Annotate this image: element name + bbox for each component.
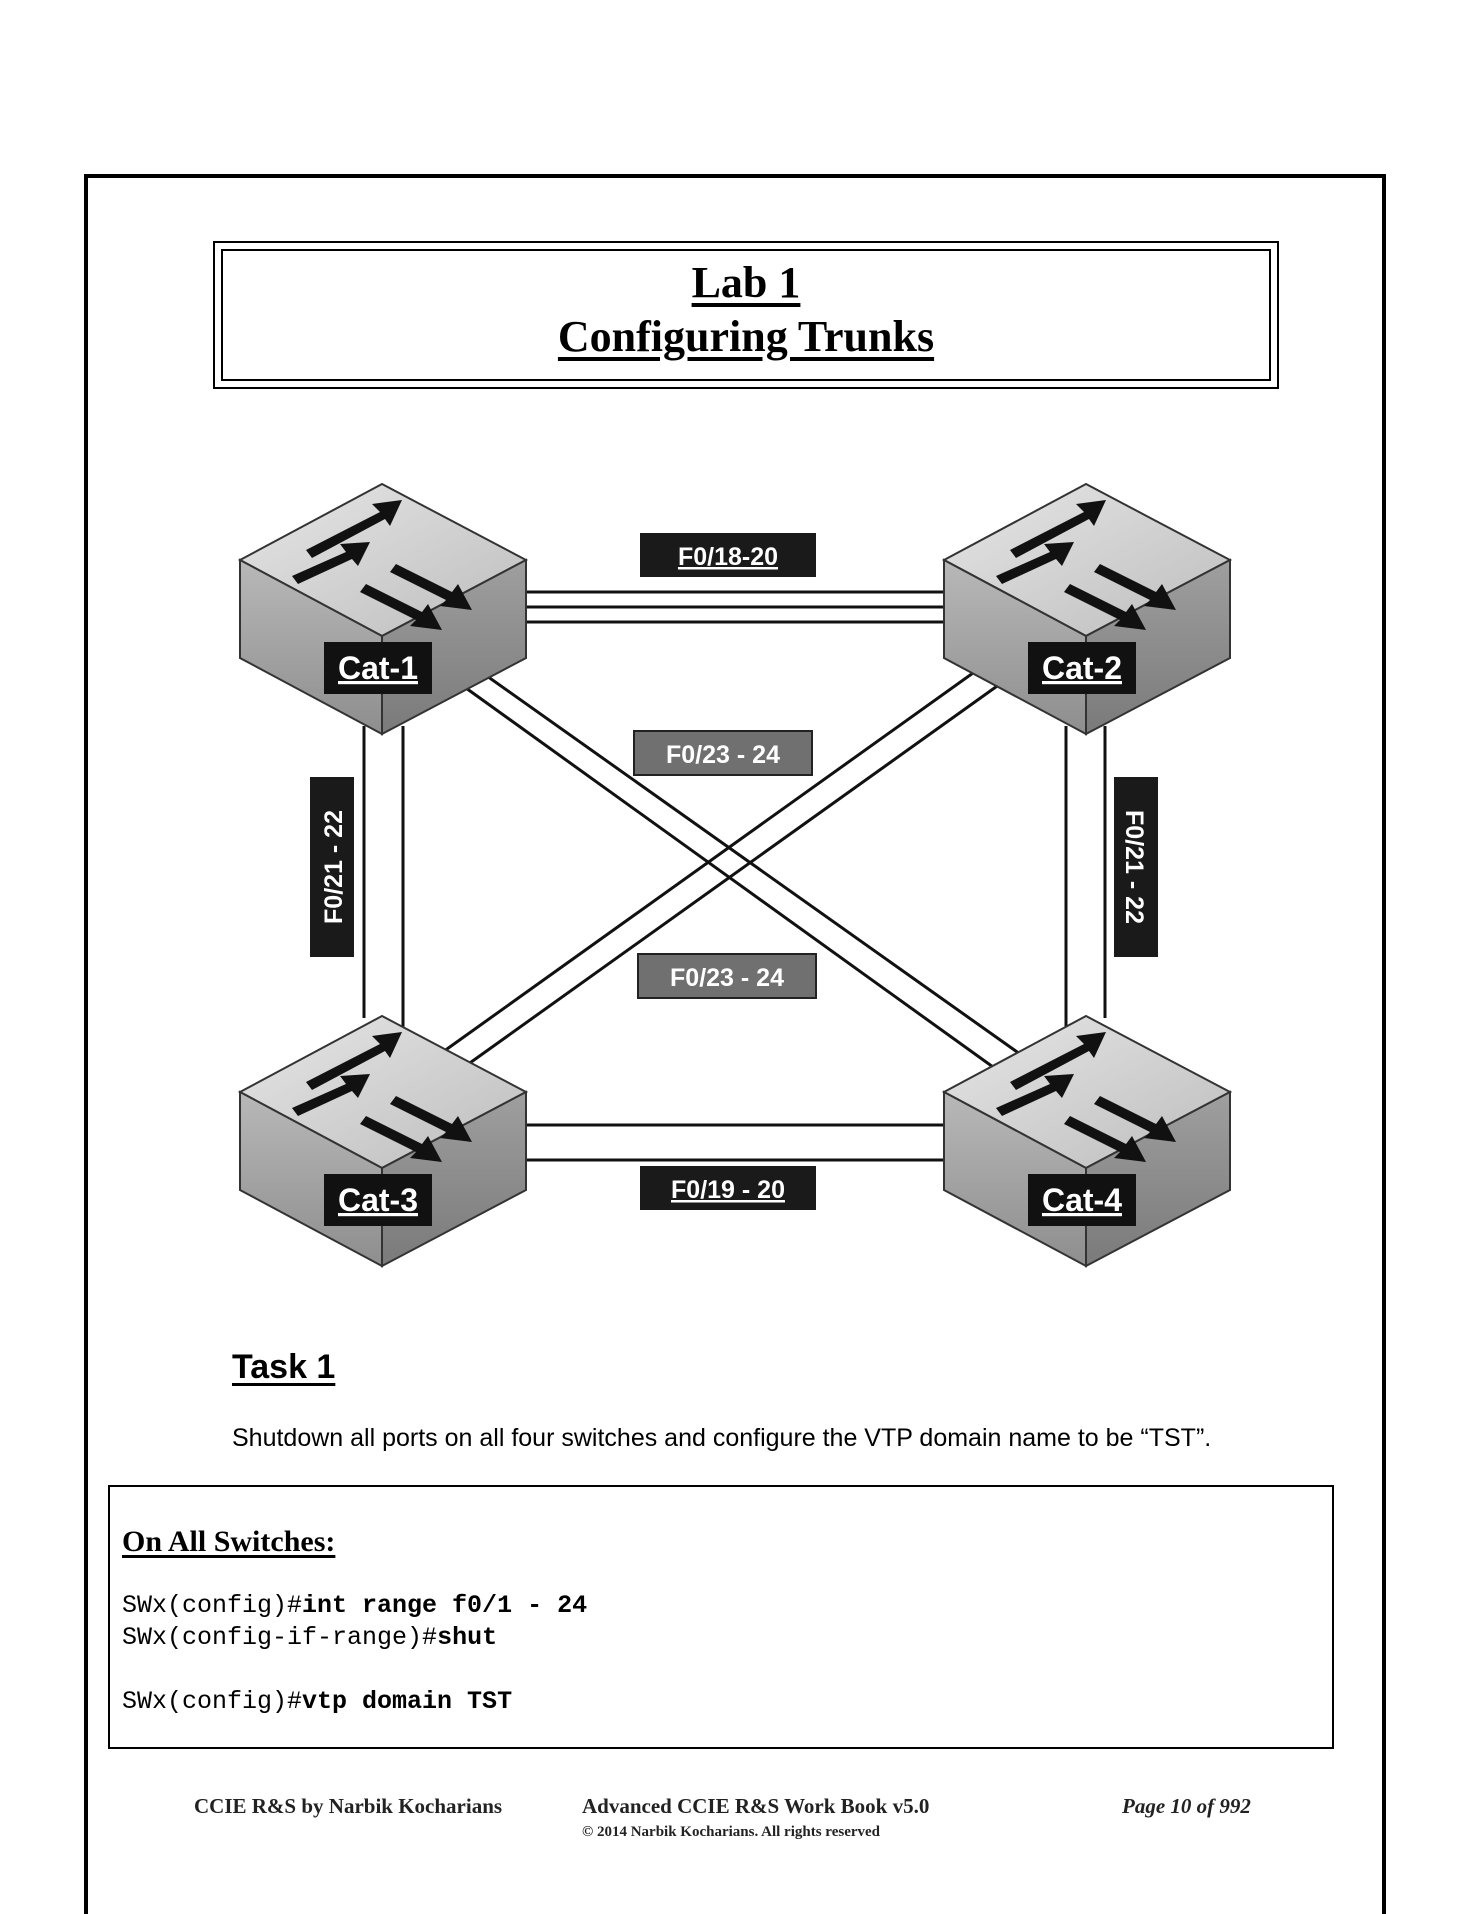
config-prompt: SWx(config-if-range)# bbox=[122, 1623, 438, 1652]
task-description: Shutdown all ports on all four switches … bbox=[232, 1424, 1212, 1452]
switch-label-cat-2: Cat-2 bbox=[1042, 650, 1122, 686]
config-heading: On All Switches: bbox=[122, 1525, 336, 1558]
footer-copyright: © 2014 Narbik Kocharians. All rights res… bbox=[582, 1824, 881, 1840]
switch-cat-2: Cat-2 bbox=[941, 482, 1233, 736]
config-prompt: SWx(config)# bbox=[122, 1687, 303, 1716]
config-command: shut bbox=[437, 1623, 498, 1652]
link-label-cross-a: F0/23 - 24 bbox=[633, 730, 813, 776]
switch-arrows-icon bbox=[996, 500, 1176, 630]
config-command: int range f0/1 - 24 bbox=[302, 1591, 588, 1620]
label-f0-23-24-b: F0/23 - 24 bbox=[670, 964, 784, 992]
label-f0-21-22-left: F0/21 - 22 bbox=[320, 810, 348, 924]
switch-arrows-icon bbox=[292, 1032, 472, 1162]
link-diagonal-2-3 bbox=[439, 666, 1001, 1072]
page-frame bbox=[84, 174, 1386, 1914]
config-prompt: SWx(config)# bbox=[122, 1591, 303, 1620]
title-box-inner bbox=[221, 249, 1271, 381]
label-f0-21-22-right: F0/21 - 22 bbox=[1120, 810, 1148, 924]
config-line-3: SWx(config)#vtp domain TST bbox=[122, 1687, 512, 1716]
label-f0-18-20: F0/18-20 bbox=[678, 543, 778, 571]
link-label-left: F0/21 - 22 bbox=[310, 777, 354, 957]
switch-label-cat-3: Cat-3 bbox=[338, 1182, 418, 1218]
switch-arrows-icon bbox=[292, 500, 472, 630]
link-label-right: F0/21 - 22 bbox=[1114, 777, 1158, 957]
link-label-top: F0/18-20 bbox=[640, 533, 816, 577]
switch-cat-3: Cat-3 bbox=[237, 1014, 529, 1268]
footer-author: CCIE R&S by Narbik Kocharians bbox=[194, 1794, 503, 1818]
link-left bbox=[362, 726, 405, 1040]
switch-cat-4: Cat-4 bbox=[941, 1014, 1233, 1268]
switch-label-cat-4: Cat-4 bbox=[1042, 1182, 1122, 1218]
config-line-1: SWx(config)#int range f0/1 - 24 bbox=[122, 1591, 587, 1620]
link-top bbox=[522, 590, 948, 624]
links-layer bbox=[362, 590, 1107, 1162]
link-label-cross-b: F0/23 - 24 bbox=[637, 953, 817, 999]
config-line-2: SWx(config-if-range)#shut bbox=[122, 1623, 497, 1652]
task-heading: Task 1 bbox=[232, 1348, 336, 1386]
footer-page-number: Page 10 of 992 bbox=[1122, 1794, 1251, 1818]
config-command: vtp domain TST bbox=[302, 1687, 513, 1716]
link-right bbox=[1064, 726, 1107, 1040]
switch-label-cat-1: Cat-1 bbox=[338, 650, 418, 686]
lab-subtitle: Configuring Trunks bbox=[557, 312, 935, 361]
link-label-bottom: F0/19 - 20 bbox=[640, 1166, 816, 1210]
title-box: Lab 1 Configuring Trunks bbox=[213, 241, 1279, 389]
link-diagonal-1-4 bbox=[451, 662, 1021, 1074]
link-bottom bbox=[522, 1123, 948, 1162]
footer-book-title: Advanced CCIE R&S Work Book v5.0 bbox=[582, 1794, 930, 1818]
lab-title: Lab 1 bbox=[691, 258, 801, 307]
config-box: On All Switches: SWx(config)#int range f… bbox=[108, 1485, 1334, 1749]
switch-cat-1: Cat-1 bbox=[237, 482, 529, 736]
switch-arrows-icon bbox=[996, 1032, 1176, 1162]
label-f0-23-24-a: F0/23 - 24 bbox=[666, 741, 780, 769]
label-f0-19-20: F0/19 - 20 bbox=[671, 1176, 785, 1204]
